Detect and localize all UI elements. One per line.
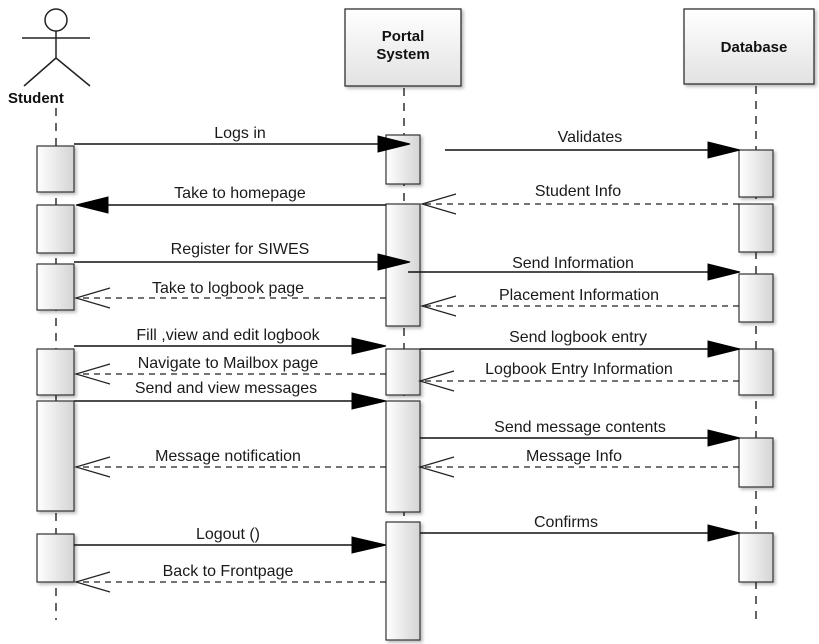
database-activation-1 bbox=[738, 149, 774, 198]
message-validates: Validates bbox=[445, 129, 741, 159]
message-label: Message Info bbox=[526, 448, 622, 465]
student-activation-3 bbox=[36, 263, 75, 311]
message-back-to-frontpage: Back to Frontpage bbox=[73, 563, 386, 593]
message-label: Fill ,view and edit logbook bbox=[136, 327, 320, 344]
message-logs-in: Logs in bbox=[74, 125, 411, 153]
student-actor: Student bbox=[8, 8, 91, 107]
message-navigate-to-mailbox-page: Navigate to Mailbox page bbox=[73, 355, 386, 385]
message-label: Placement Information bbox=[499, 287, 659, 304]
database-activation-2 bbox=[738, 203, 774, 253]
message-label: Take to logbook page bbox=[152, 280, 304, 297]
open-arrowhead-icon bbox=[417, 370, 455, 392]
message-send-and-view-messages: Send and view messages bbox=[74, 380, 387, 410]
portal-label-line1: Portal bbox=[382, 28, 425, 45]
message-label: Send Information bbox=[512, 255, 634, 272]
open-arrowhead-icon bbox=[73, 287, 111, 309]
student-label: Student bbox=[8, 90, 64, 107]
message-label: Student Info bbox=[535, 183, 621, 200]
message-register-for-siwes: Register for SIWES bbox=[74, 241, 411, 271]
filled-arrowhead-icon bbox=[707, 263, 741, 281]
database-activation-4 bbox=[738, 348, 774, 396]
message-label: Send logbook entry bbox=[509, 329, 647, 346]
open-arrowhead-icon bbox=[73, 571, 111, 593]
portal-system-box bbox=[344, 8, 462, 87]
message-label: Logout () bbox=[196, 526, 260, 543]
actor-right-leg bbox=[55, 57, 91, 87]
filled-arrowhead-icon bbox=[707, 141, 741, 159]
database-activation-5 bbox=[738, 437, 774, 488]
message-label: Send and view messages bbox=[135, 380, 317, 397]
message-take-to-logbook-page: Take to logbook page bbox=[73, 280, 386, 309]
open-arrowhead-icon bbox=[73, 363, 111, 385]
message-logbook-entry-information: Logbook Entry Information bbox=[417, 361, 739, 392]
open-arrowhead-icon bbox=[417, 456, 455, 478]
message-label: Send message contents bbox=[494, 419, 666, 436]
message-fill-view-edit-logbook: Fill ,view and edit logbook bbox=[74, 327, 387, 355]
portal-activation-3 bbox=[385, 348, 421, 396]
database-box bbox=[683, 8, 815, 85]
message-label: Confirms bbox=[534, 514, 598, 531]
database-label: Database bbox=[721, 39, 788, 56]
message-label: Back to Frontpage bbox=[163, 563, 294, 580]
filled-arrowhead-icon bbox=[707, 524, 741, 542]
filled-arrowhead-icon bbox=[377, 253, 411, 271]
student-activation-6 bbox=[36, 533, 75, 583]
message-confirms: Confirms bbox=[420, 514, 741, 542]
student-activation-5 bbox=[36, 400, 75, 512]
message-student-info: Student Info bbox=[419, 183, 739, 215]
open-arrowhead-icon bbox=[419, 193, 457, 215]
student-activation-2 bbox=[36, 204, 75, 254]
actor-head bbox=[44, 8, 68, 32]
student-activation-4 bbox=[36, 348, 75, 396]
message-take-to-homepage: Take to homepage bbox=[75, 185, 386, 214]
message-send-message-contents: Send message contents bbox=[420, 419, 741, 447]
database-activation-3 bbox=[738, 273, 774, 323]
message-message-info: Message Info bbox=[417, 448, 739, 478]
open-arrowhead-icon bbox=[73, 456, 111, 478]
actor-left-leg bbox=[23, 57, 57, 87]
portal-activation-4 bbox=[385, 400, 421, 513]
filled-arrowhead-icon bbox=[75, 196, 109, 214]
message-logout: Logout () bbox=[74, 526, 387, 554]
database-activation-6 bbox=[738, 532, 774, 583]
message-send-logbook-entry: Send logbook entry bbox=[420, 329, 741, 358]
message-label: Logbook Entry Information bbox=[485, 361, 673, 378]
portal-label-line2: System bbox=[376, 46, 429, 63]
filled-arrowhead-icon bbox=[707, 429, 741, 447]
portal-activation-5 bbox=[385, 521, 421, 641]
message-label: Take to homepage bbox=[174, 185, 306, 202]
message-label: Message notification bbox=[155, 448, 301, 465]
filled-arrowhead-icon bbox=[351, 392, 387, 410]
message-message-notification: Message notification bbox=[73, 448, 386, 478]
student-activation-1 bbox=[36, 145, 75, 193]
message-label: Navigate to Mailbox page bbox=[138, 355, 319, 372]
open-arrowhead-icon bbox=[419, 295, 457, 317]
message-label: Register for SIWES bbox=[171, 241, 310, 258]
filled-arrowhead-icon bbox=[707, 340, 741, 358]
portal-system-header: Portal System bbox=[344, 8, 462, 87]
filled-arrowhead-icon bbox=[351, 536, 387, 554]
message-label: Logs in bbox=[214, 125, 266, 142]
message-placement-information: Placement Information bbox=[419, 287, 739, 317]
filled-arrowhead-icon bbox=[377, 135, 411, 153]
message-send-information: Send Information bbox=[408, 255, 741, 281]
database-header: Database bbox=[683, 8, 815, 85]
filled-arrowhead-icon bbox=[351, 337, 387, 355]
message-label: Validates bbox=[558, 129, 623, 146]
